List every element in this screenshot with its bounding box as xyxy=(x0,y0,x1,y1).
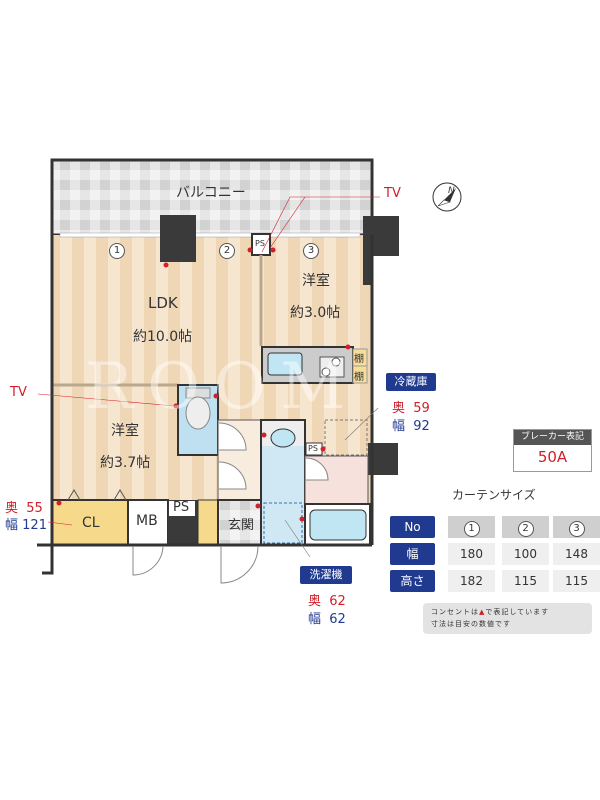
watermark: ROOM xyxy=(85,350,360,424)
col-no-3: 3 xyxy=(553,516,600,538)
curtain-height-2: 115 xyxy=(502,570,549,592)
ldk-size: 約10.0帖 xyxy=(133,329,193,345)
compass-icon xyxy=(432,182,462,212)
closet-depth: 奥 55 xyxy=(5,501,43,516)
column xyxy=(363,250,373,285)
column xyxy=(363,216,399,256)
ps-label: PS xyxy=(255,239,265,248)
outlet-markers xyxy=(56,247,351,522)
curtain-title: カーテンサイズ xyxy=(452,488,536,502)
col-no-2: 2 xyxy=(502,516,549,538)
fridge-label: 冷蔵庫 xyxy=(386,373,436,391)
row-header-width: 幅 xyxy=(390,543,435,565)
row-header-height: 高さ xyxy=(390,570,435,592)
room2-name: 洋室 xyxy=(111,423,139,439)
outlet-icon: ▲ xyxy=(479,608,486,616)
compass-n: N xyxy=(448,186,455,196)
shelf-label: 棚 xyxy=(354,354,364,365)
col-no-1: 1 xyxy=(448,516,495,538)
window-marker-2: 2 xyxy=(219,243,235,259)
tv-label-left: TV xyxy=(10,385,27,400)
curtain-height-1: 182 xyxy=(448,570,495,592)
washer-label: 洗濯機 xyxy=(300,566,352,584)
closet-label: CL xyxy=(82,515,100,531)
entrance-label: 玄関 xyxy=(228,518,255,533)
window-marker-1: 1 xyxy=(109,243,125,259)
breaker-box: ブレーカー表記 50A xyxy=(513,429,592,472)
curtain-width-1: 180 xyxy=(448,543,495,565)
washer-width: 幅 62 xyxy=(308,612,346,627)
column xyxy=(160,215,196,262)
window-line xyxy=(59,232,361,238)
shoe-storage xyxy=(197,499,219,546)
note-line-2: 寸法は目安の数値です xyxy=(431,620,511,628)
curtain-width-2: 100 xyxy=(502,543,549,565)
shelf xyxy=(352,365,368,384)
balcony-label: バルコニー xyxy=(176,185,246,201)
ldk-name: LDK xyxy=(148,294,178,312)
entrance xyxy=(217,499,262,546)
room1-name: 洋室 xyxy=(302,273,330,289)
breaker-value: 50A xyxy=(537,448,568,466)
fridge-depth: 奥 59 xyxy=(392,401,430,416)
curtain-width-3: 148 xyxy=(553,543,600,565)
room2-size: 約3.7帖 xyxy=(100,455,151,471)
washer-depth: 奥 62 xyxy=(308,594,346,609)
note-line-1: コンセントは▲で表記しています xyxy=(431,608,550,616)
shelf-label: 棚 xyxy=(354,372,364,383)
breaker-title: ブレーカー表記 xyxy=(514,430,591,445)
window-marker-3: 3 xyxy=(303,243,319,259)
fridge-width: 幅 92 xyxy=(392,419,430,434)
room1-size: 約3.0帖 xyxy=(290,305,341,321)
fridge-space xyxy=(324,419,368,456)
tv-label-top: TV xyxy=(384,186,401,201)
meter-box-label: MB xyxy=(136,513,158,529)
bathtub xyxy=(309,509,367,541)
ps-label: PS xyxy=(308,444,318,453)
curtain-height-3: 115 xyxy=(553,570,600,592)
row-header-no: No xyxy=(390,516,435,538)
note-box: コンセントは▲で表記しています 寸法は目安の数値です xyxy=(423,603,592,634)
ps-label: PS xyxy=(173,500,190,515)
washer-space xyxy=(263,502,303,544)
closet-width: 幅 121 xyxy=(5,518,47,533)
